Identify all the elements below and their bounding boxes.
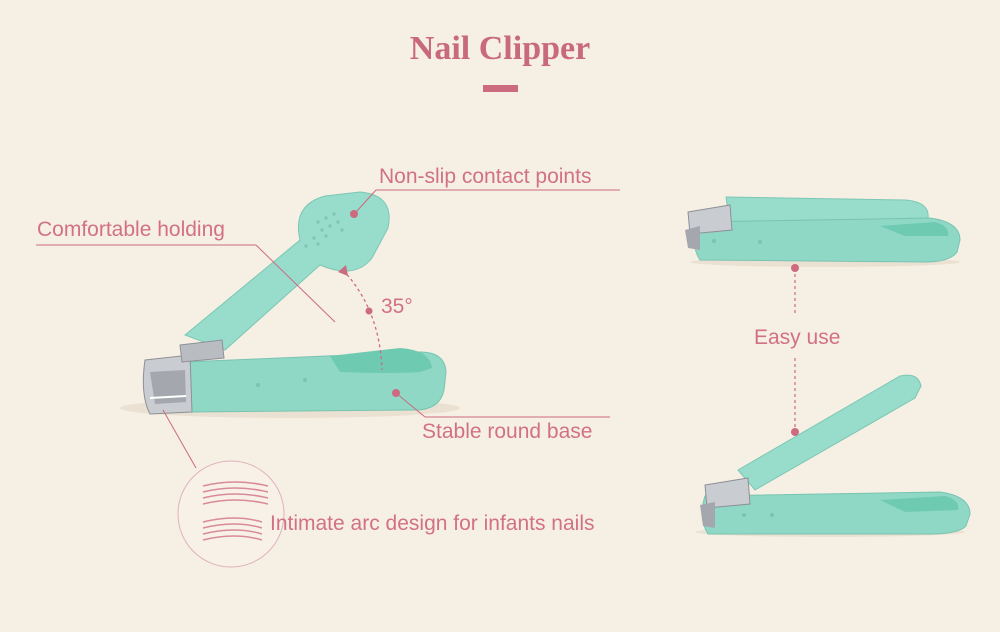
label-non-slip-contact-points: Non-slip contact points xyxy=(379,165,592,188)
label-easy-use: Easy use xyxy=(754,326,841,349)
nail-clipper-open-image xyxy=(695,374,971,537)
nail-clipper-closed-image xyxy=(685,196,961,267)
page-title: Nail Clipper xyxy=(409,30,591,67)
label-angle: 35° xyxy=(381,295,413,318)
label-stable-round-base: Stable round base xyxy=(422,420,593,443)
title-underline xyxy=(483,85,518,92)
label-comfortable-holding: Comfortable holding xyxy=(37,218,225,241)
label-arc-design: Intimate arc design for infants nails xyxy=(270,512,595,535)
nail-arc-icon xyxy=(202,481,269,541)
nail-clipper-main-image xyxy=(120,191,460,418)
